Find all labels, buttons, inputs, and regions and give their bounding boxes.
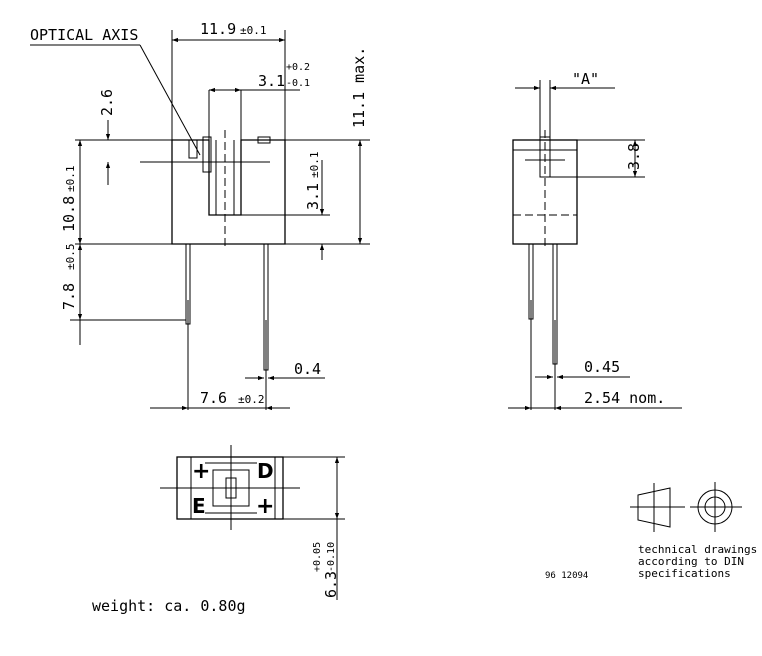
dim-10-8: 10.8: [60, 196, 78, 232]
weight-label: weight: ca. 0.80g: [92, 597, 246, 615]
dim-2-6: 2.6: [98, 89, 116, 116]
tol-slot-up: +0.2: [286, 62, 310, 73]
dim-0-45: 0.45: [584, 358, 620, 376]
side-view: "A" 3.8 0.45 2.54 nom.: [508, 70, 682, 411]
dim-6-3: 6.3: [322, 571, 340, 598]
tol-11-9: ±0.1: [240, 24, 267, 37]
dim-2-54: 2.54 nom.: [584, 389, 665, 407]
tol-slot-low: -0.1: [286, 78, 310, 89]
dim-0-4: 0.4: [294, 360, 321, 378]
dim-7-8: 7.8: [60, 283, 78, 310]
tech-note-line-2: according to DIN: [638, 555, 744, 568]
tol-7-8: ±0.5: [64, 244, 77, 271]
view-a-label: "A": [572, 70, 599, 88]
tol-6-3-up: +0.05: [312, 542, 323, 572]
pin-top-left: +: [192, 459, 210, 484]
tol-7-6: ±0.2: [238, 393, 265, 406]
drawing-number: 96 12094: [545, 571, 588, 581]
dim-depth-3-1: 3.1: [304, 183, 322, 210]
pin-top-right: D: [257, 459, 274, 483]
pin-bottom-left: E: [192, 494, 206, 518]
dim-3-8: 3.8: [625, 143, 643, 170]
tech-note-line-1: technical drawings: [638, 543, 757, 556]
projection-symbol: [630, 482, 742, 532]
tech-note-line-3: specifications: [638, 567, 731, 580]
dim-slot-3-1: 3.1: [258, 72, 285, 90]
front-view: OPTICAL AXIS 11.9 ±0.1 3.1 +0.2 -0.1 11.…: [30, 20, 370, 411]
tol-6-3-low: -0.10: [326, 542, 337, 572]
tol-depth: ±0.1: [308, 152, 321, 179]
pin-bottom-right: +: [256, 494, 274, 519]
tol-10-8: ±0.1: [64, 166, 77, 193]
dim-11-1-max: 11.1 max.: [350, 47, 368, 128]
optical-axis-label: OPTICAL AXIS: [30, 26, 138, 44]
bottom-view: + D E + 6.3 +0.05 -0.10: [160, 445, 345, 600]
dim-11-9: 11.9: [200, 20, 236, 38]
dim-7-6: 7.6: [200, 389, 227, 407]
